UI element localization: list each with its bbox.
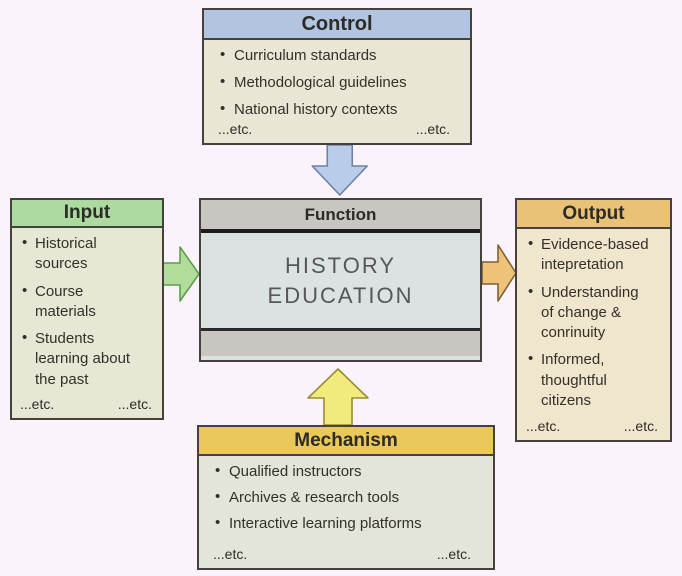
output-title: Output: [562, 202, 625, 224]
output-item-line: thoughtful: [541, 371, 607, 389]
input-title: Input: [63, 202, 111, 223]
etc-label: ...etc.: [623, 418, 658, 434]
input-item-list: Historical sources Course materials Stud…: [12, 228, 162, 390]
mechanism-body: Qualified instructors Archives & researc…: [199, 456, 493, 568]
output-item-line: citizens: [541, 391, 592, 409]
input-item-line: Course: [35, 282, 84, 300]
output-right-arrow-shape: [481, 244, 517, 302]
etc-label: ...etc.: [117, 396, 152, 412]
input-etc-row: ...etc. ...etc.: [12, 396, 162, 412]
mechanism-title: Mechanism: [294, 429, 398, 451]
mechanism-up-arrow-icon: [307, 368, 369, 426]
control-item: National history contexts: [218, 100, 470, 120]
function-footer: [201, 328, 480, 356]
output-header: Output: [517, 200, 670, 229]
function-label-line: HISTORY: [285, 252, 396, 278]
output-box: Output Evidence-based intepretation Unde…: [515, 198, 672, 442]
function-label-line: EDUCATION: [267, 282, 414, 308]
control-item: Curriculum standards: [218, 46, 470, 66]
output-item: Understanding of change & conrinuity: [526, 282, 670, 344]
etc-label: ...etc.: [218, 121, 253, 137]
output-item-list: Evidence-based intepretation Understandi…: [517, 229, 670, 411]
mechanism-etc-row: ...etc. ...etc.: [199, 546, 493, 562]
output-item-line: conrinuity: [541, 324, 606, 341]
mechanism-up-arrow-shape: [307, 368, 369, 426]
control-title: Control: [301, 12, 373, 35]
function-box: Function HISTORY EDUCATION: [199, 198, 482, 362]
input-item-line: Historical: [35, 235, 97, 252]
output-item-line: Evidence-based: [541, 236, 649, 253]
input-item-line: materials: [35, 302, 96, 320]
input-header: Input: [12, 200, 162, 228]
mechanism-item: Archives & research tools: [213, 488, 493, 508]
input-right-arrow-icon: [162, 246, 200, 302]
etc-label: ...etc.: [436, 546, 471, 562]
etc-label: ...etc.: [213, 546, 248, 562]
input-box: Input Historical sources Course material…: [10, 198, 164, 420]
control-item-list: Curriculum standards Methodological guid…: [204, 40, 470, 119]
control-body: Curriculum standards Methodological guid…: [204, 40, 470, 143]
control-box: Control Curriculum standards Methodologi…: [202, 8, 472, 145]
input-body: Historical sources Course materials Stud…: [12, 228, 162, 418]
control-item: Methodological guidelines: [218, 73, 470, 93]
etc-label: ...etc.: [415, 121, 450, 137]
input-item: Course materials: [20, 281, 162, 323]
control-down-arrow-icon: [311, 144, 369, 196]
output-item-line: Informed,: [541, 351, 605, 369]
output-body: Evidence-based intepretation Understandi…: [517, 229, 670, 440]
function-title: Function: [304, 204, 377, 224]
output-item: Informed, thoughtful citizens: [526, 349, 670, 411]
mechanism-item: Interactive learning platforms: [213, 514, 493, 534]
etc-label: ...etc.: [20, 396, 55, 412]
mechanism-item-list: Qualified instructors Archives & researc…: [199, 456, 493, 533]
input-item-line: learning about: [35, 350, 131, 368]
output-etc-row: ...etc. ...etc.: [517, 418, 670, 434]
input-item-line: the past: [35, 370, 89, 388]
output-item: Evidence-based intepretation: [526, 234, 670, 276]
output-item-line: Understanding: [541, 283, 639, 301]
output-item-line: of change &: [541, 303, 622, 321]
function-header: Function: [201, 200, 480, 233]
input-right-arrow-shape: [162, 246, 200, 302]
control-header: Control: [204, 10, 470, 40]
input-item: Historical sources: [20, 233, 162, 275]
function-label: HISTORY EDUCATION: [201, 233, 480, 328]
input-item-line: Students: [35, 330, 95, 347]
mechanism-item: Qualified instructors: [213, 462, 493, 482]
output-item-line: intepretation: [541, 256, 624, 274]
input-item-line: sources: [35, 255, 88, 273]
mechanism-header: Mechanism: [199, 427, 493, 456]
input-item: Students learning about the past: [20, 328, 162, 390]
control-etc-row: ...etc. ...etc.: [204, 121, 470, 137]
mechanism-box: Mechanism Qualified instructors Archives…: [197, 425, 495, 570]
control-down-arrow-shape: [311, 144, 369, 196]
output-right-arrow-icon: [481, 244, 517, 302]
etc-label: ...etc.: [526, 418, 561, 434]
